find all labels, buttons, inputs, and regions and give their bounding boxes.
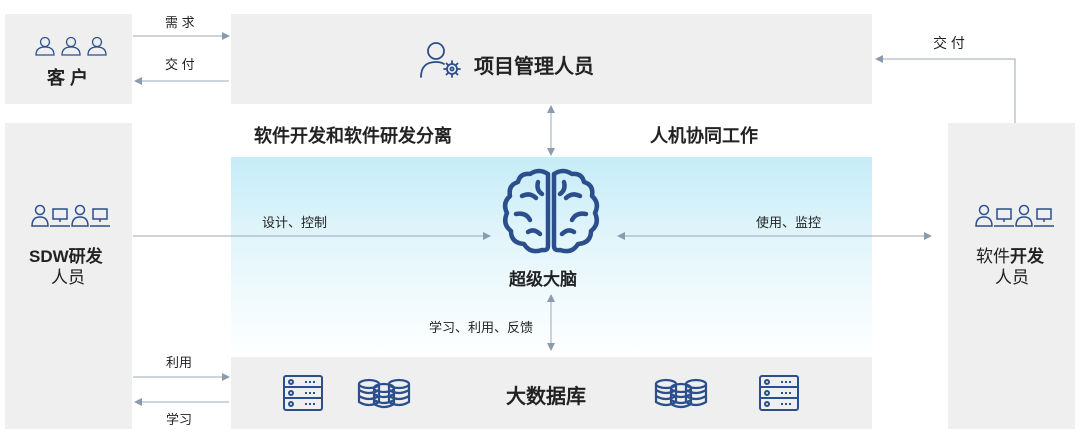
database-label: 大数据库 xyxy=(506,386,586,408)
pm-label: 项目管理人员 xyxy=(474,56,594,78)
dev-label-line1: 软件开发 xyxy=(976,242,1044,267)
dev-label-b: 开发 xyxy=(1010,247,1044,266)
team-icon-dev xyxy=(975,204,1054,227)
brain-icon xyxy=(502,168,600,254)
arrow-deliver-pm xyxy=(875,55,1016,123)
label-learn: 学习 xyxy=(166,412,193,427)
pm-box xyxy=(231,14,872,104)
user-gear-icon xyxy=(420,42,461,78)
label-use: 利用 xyxy=(166,355,193,370)
heading-right: 人机协同工作 xyxy=(650,126,758,146)
label-learn-use-feedback: 学习、利用、反馈 xyxy=(429,320,534,335)
label-deliver-pm: 交 付 xyxy=(933,35,965,51)
sdw-label-line2: 人员 xyxy=(51,268,85,287)
customer-box xyxy=(5,14,132,104)
label-deliver-customer: 交 付 xyxy=(165,57,195,72)
label-use-monitor: 使用、监控 xyxy=(756,215,822,230)
database-icon-2 xyxy=(654,378,708,409)
dev-label-line2: 人员 xyxy=(995,268,1029,287)
server-icon xyxy=(283,375,323,411)
server-icon-2 xyxy=(759,375,799,411)
label-design-control: 设计、控制 xyxy=(262,215,328,230)
dev-box xyxy=(948,123,1075,429)
dev-label-a: 软件 xyxy=(976,247,1010,266)
database-icon xyxy=(357,378,411,409)
brain-label: 超级大脑 xyxy=(509,270,577,289)
team-icon-sdw xyxy=(31,204,110,227)
customer-label: 客 户 xyxy=(47,68,89,88)
sdw-label-line1: SDW研发 xyxy=(29,247,103,266)
sdw-box xyxy=(5,123,132,429)
label-demand: 需 求 xyxy=(165,15,195,30)
customers-icon xyxy=(35,36,107,56)
heading-left: 软件开发和软件研发分离 xyxy=(254,126,452,146)
